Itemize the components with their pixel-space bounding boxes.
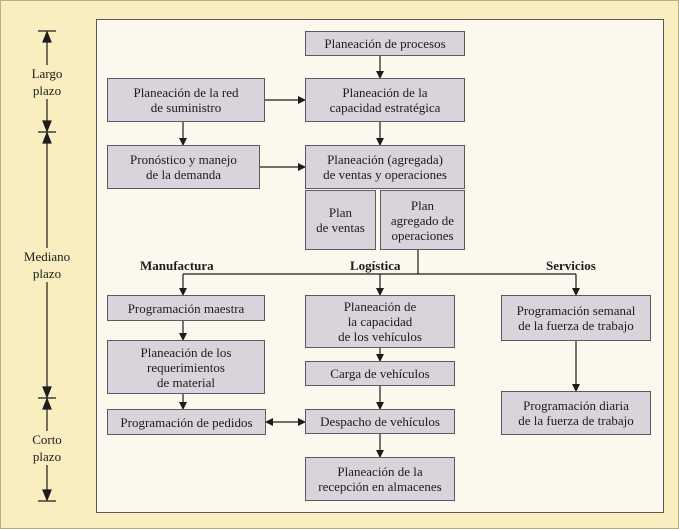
box-aggregate-operations-plan: Plan agregado de operaciones — [380, 190, 465, 250]
header-manufacturing: Manufactura — [140, 258, 214, 273]
box-vehicle-dispatch: Despacho de vehículos — [305, 409, 455, 434]
box-process-planning: Planeación de procesos — [305, 31, 465, 56]
box-daily-workforce-scheduling: Programación diaria de la fuerza de trab… — [501, 391, 651, 435]
box-weekly-workforce-scheduling: Programación semanal de la fuerza de tra… — [501, 295, 651, 341]
box-strategic-capacity-planning: Planeación de la capacidad estratégica — [305, 78, 465, 122]
timeline-medium-term: Mediano plazo — [7, 248, 87, 282]
timeline-short-term: Corto plazo — [7, 431, 87, 465]
box-supply-network-planning: Planeación de la red de suministro — [107, 78, 265, 122]
box-warehouse-receipt-planning: Planeación de la recepción en almacenes — [305, 457, 455, 501]
box-order-scheduling: Programación de pedidos — [107, 409, 266, 435]
box-material-requirements-planning: Planeación de los requerimientos de mate… — [107, 340, 265, 394]
box-sales-operations-planning: Planeación (agregada) de ventas y operac… — [305, 145, 465, 189]
timeline-long-term: Largo plazo — [7, 65, 87, 99]
box-demand-forecasting: Pronóstico y manejo de la demanda — [107, 145, 260, 189]
box-master-scheduling: Programación maestra — [107, 295, 265, 321]
box-vehicle-loading: Carga de vehículos — [305, 361, 455, 386]
box-vehicle-capacity-planning: Planeación de la capacidad de los vehícu… — [305, 295, 455, 348]
box-sales-plan: Plan de ventas — [305, 190, 376, 250]
header-logistics: Logística — [350, 258, 401, 273]
header-services: Servicios — [546, 258, 596, 273]
